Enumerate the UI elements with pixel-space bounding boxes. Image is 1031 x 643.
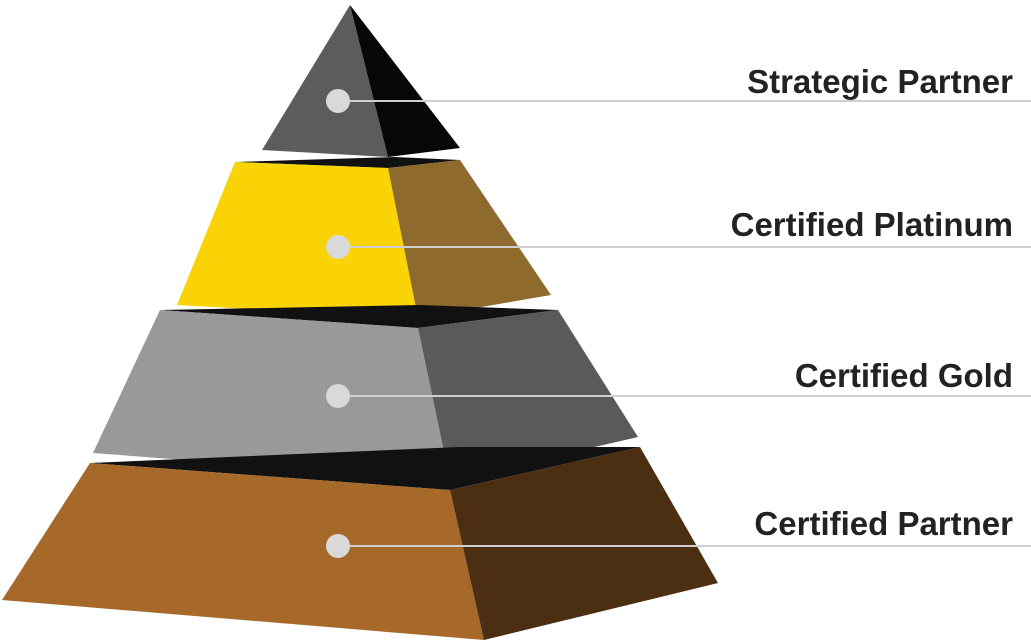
tier-front-face — [2, 463, 484, 640]
tier-top-face — [90, 447, 640, 490]
tier-marker-dot — [326, 534, 350, 558]
tier-front-face — [177, 162, 418, 318]
tier-side-face — [350, 5, 460, 157]
tier-label: Certified Platinum — [731, 206, 1013, 243]
tier-strategic-partner: Strategic Partner — [262, 5, 1031, 157]
tier-certified-platinum: Certified Platinum — [177, 157, 1031, 318]
tier-front-face — [262, 5, 388, 157]
tier-front-face — [93, 310, 450, 480]
tier-top-face — [235, 157, 460, 168]
tier-label: Strategic Partner — [747, 63, 1013, 100]
tier-marker-dot — [326, 384, 350, 408]
tier-label: Certified Gold — [795, 357, 1013, 394]
tier-certified-gold: Certified Gold — [93, 305, 1031, 480]
tier-side-face — [388, 160, 551, 318]
tier-certified-partner: Certified Partner — [2, 447, 1031, 640]
tier-marker-dot — [326, 89, 350, 113]
tier-marker-dot — [326, 235, 350, 259]
tier-top-face — [160, 305, 558, 328]
tier-label: Certified Partner — [754, 505, 1013, 542]
tier-side-face — [450, 447, 718, 640]
